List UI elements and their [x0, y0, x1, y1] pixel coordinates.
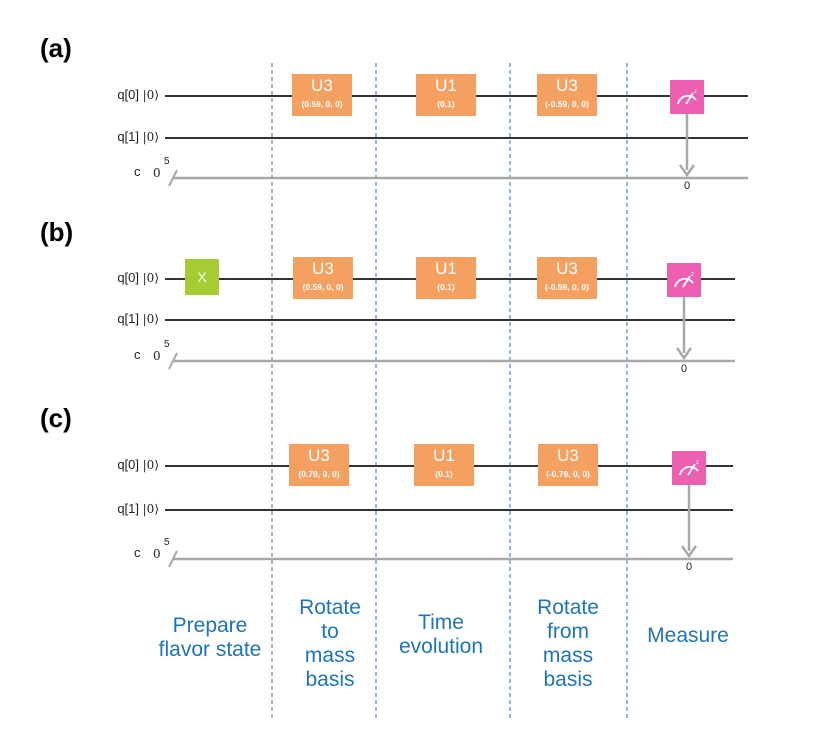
gate-name: U3 — [312, 259, 334, 278]
classical-init: 0 — [153, 547, 161, 561]
measure-bit-index: 0 — [681, 363, 688, 375]
gate-parameters: (0.59, 0, 0) — [302, 282, 344, 292]
classical-width: 5 — [164, 339, 170, 350]
gate-name: U3 — [557, 446, 579, 465]
measure-gate: z — [667, 263, 701, 297]
caption-line: mass — [304, 644, 356, 667]
measure-arrowhead — [675, 347, 693, 361]
gate-parameters: (0.1) — [435, 469, 453, 479]
gate-parameters: (0.79, 0, 0) — [298, 469, 340, 479]
qubit-name: q[0] — [117, 87, 140, 102]
ket-zero: |0⟩ — [142, 130, 159, 144]
gate-u3: U3 (0.59, 0, 0) — [292, 74, 352, 116]
gate-u3: U3 (0.59, 0, 0) — [293, 257, 353, 299]
qubit-label: q[1] |0⟩ — [69, 311, 159, 326]
x-gate: X — [185, 259, 219, 295]
panel-label: (b) — [40, 217, 74, 247]
caption-line: Time — [418, 611, 464, 634]
caption-line: flavor state — [158, 638, 262, 661]
qubit-label: q[1] |0⟩ — [69, 129, 159, 144]
classical-register-label: c — [134, 545, 141, 560]
qubit-name: q[0] — [117, 457, 140, 472]
measure-arrowhead — [680, 545, 698, 559]
measure-gate: z — [670, 80, 704, 114]
ket-zero: |0⟩ — [142, 458, 159, 472]
gate-parameters: (-0.59, 0, 0) — [545, 99, 589, 109]
caption-line: evolution — [398, 635, 484, 658]
qubit-label: q[0] |0⟩ — [69, 87, 159, 102]
qubit-name: q[0] — [117, 270, 140, 285]
gate-u3: U3 (-0.59, 0, 0) — [537, 257, 597, 299]
qubit-name: q[1] — [117, 129, 140, 144]
gate-name: U3 — [311, 76, 333, 95]
ket-zero: |0⟩ — [142, 271, 159, 285]
gate-u1: U1 (0.1) — [414, 444, 474, 486]
gate-u3: U3 (0.79, 0, 0) — [289, 444, 349, 486]
gate-parameters: (-0.79, 0, 0) — [546, 469, 590, 479]
classical-init: 0 — [153, 349, 161, 363]
qubit-label: q[1] |0⟩ — [69, 501, 159, 516]
meter-icon: z — [679, 460, 699, 476]
measure-bit-index: 0 — [686, 561, 693, 573]
meter-icon: z — [674, 272, 694, 288]
gate-u3: U3 (-0.79, 0, 0) — [538, 444, 598, 486]
gate-parameters: (-0.59, 0, 0) — [545, 282, 589, 292]
measure-arrowhead — [678, 164, 696, 178]
caption-line: from — [547, 620, 589, 643]
gate-parameters: (0.1) — [437, 99, 455, 109]
gate-u3: U3 (-0.59, 0, 0) — [537, 74, 597, 116]
ket-zero: |0⟩ — [142, 88, 159, 102]
classical-width: 5 — [164, 156, 170, 167]
qubit-name: q[1] — [117, 311, 140, 326]
gate-u1: U1 (0.1) — [416, 257, 476, 299]
caption-line: basis — [305, 668, 355, 691]
classical-register-label: c — [134, 347, 141, 362]
gate-name: U3 — [308, 446, 330, 465]
gate-parameters: (0.59, 0, 0) — [301, 99, 343, 109]
caption-line: Rotate — [537, 596, 599, 619]
gate-name: U3 — [556, 259, 578, 278]
gate-name: U1 — [435, 259, 457, 278]
classical-width: 5 — [164, 537, 170, 548]
svg-text:z: z — [696, 460, 699, 466]
caption-line: basis — [543, 668, 593, 691]
classical-register-label: c — [134, 164, 141, 179]
stage-caption: Measure — [628, 624, 748, 648]
gate-u1: U1 (0.1) — [416, 74, 476, 116]
caption-line: Measure — [647, 624, 729, 647]
qubit-label: q[0] |0⟩ — [69, 457, 159, 472]
qubit-label: q[0] |0⟩ — [69, 270, 159, 285]
gate-name: U3 — [556, 76, 578, 95]
gate-name: U1 — [433, 446, 455, 465]
ket-zero: |0⟩ — [142, 502, 159, 516]
ket-zero: |0⟩ — [142, 312, 159, 326]
meter-icon: z — [677, 89, 697, 105]
caption-line: to — [321, 620, 339, 643]
caption-line: Prepare — [172, 614, 248, 637]
classical-init: 0 — [153, 166, 161, 180]
caption-line: Rotate — [299, 596, 361, 619]
measure-bit-index: 0 — [684, 180, 691, 192]
bus-slash — [168, 352, 178, 370]
gate-name: U1 — [435, 76, 457, 95]
qubit-name: q[1] — [117, 501, 140, 516]
bus-slash — [168, 169, 178, 187]
svg-text:z: z — [691, 272, 694, 278]
svg-text:z: z — [694, 89, 697, 95]
caption-line: mass — [542, 644, 594, 667]
bus-slash — [168, 550, 178, 568]
measure-gate: z — [672, 451, 706, 485]
gate-parameters: (0.1) — [437, 282, 455, 292]
panel-label: (a) — [40, 33, 72, 63]
panel-label: (c) — [40, 403, 72, 433]
